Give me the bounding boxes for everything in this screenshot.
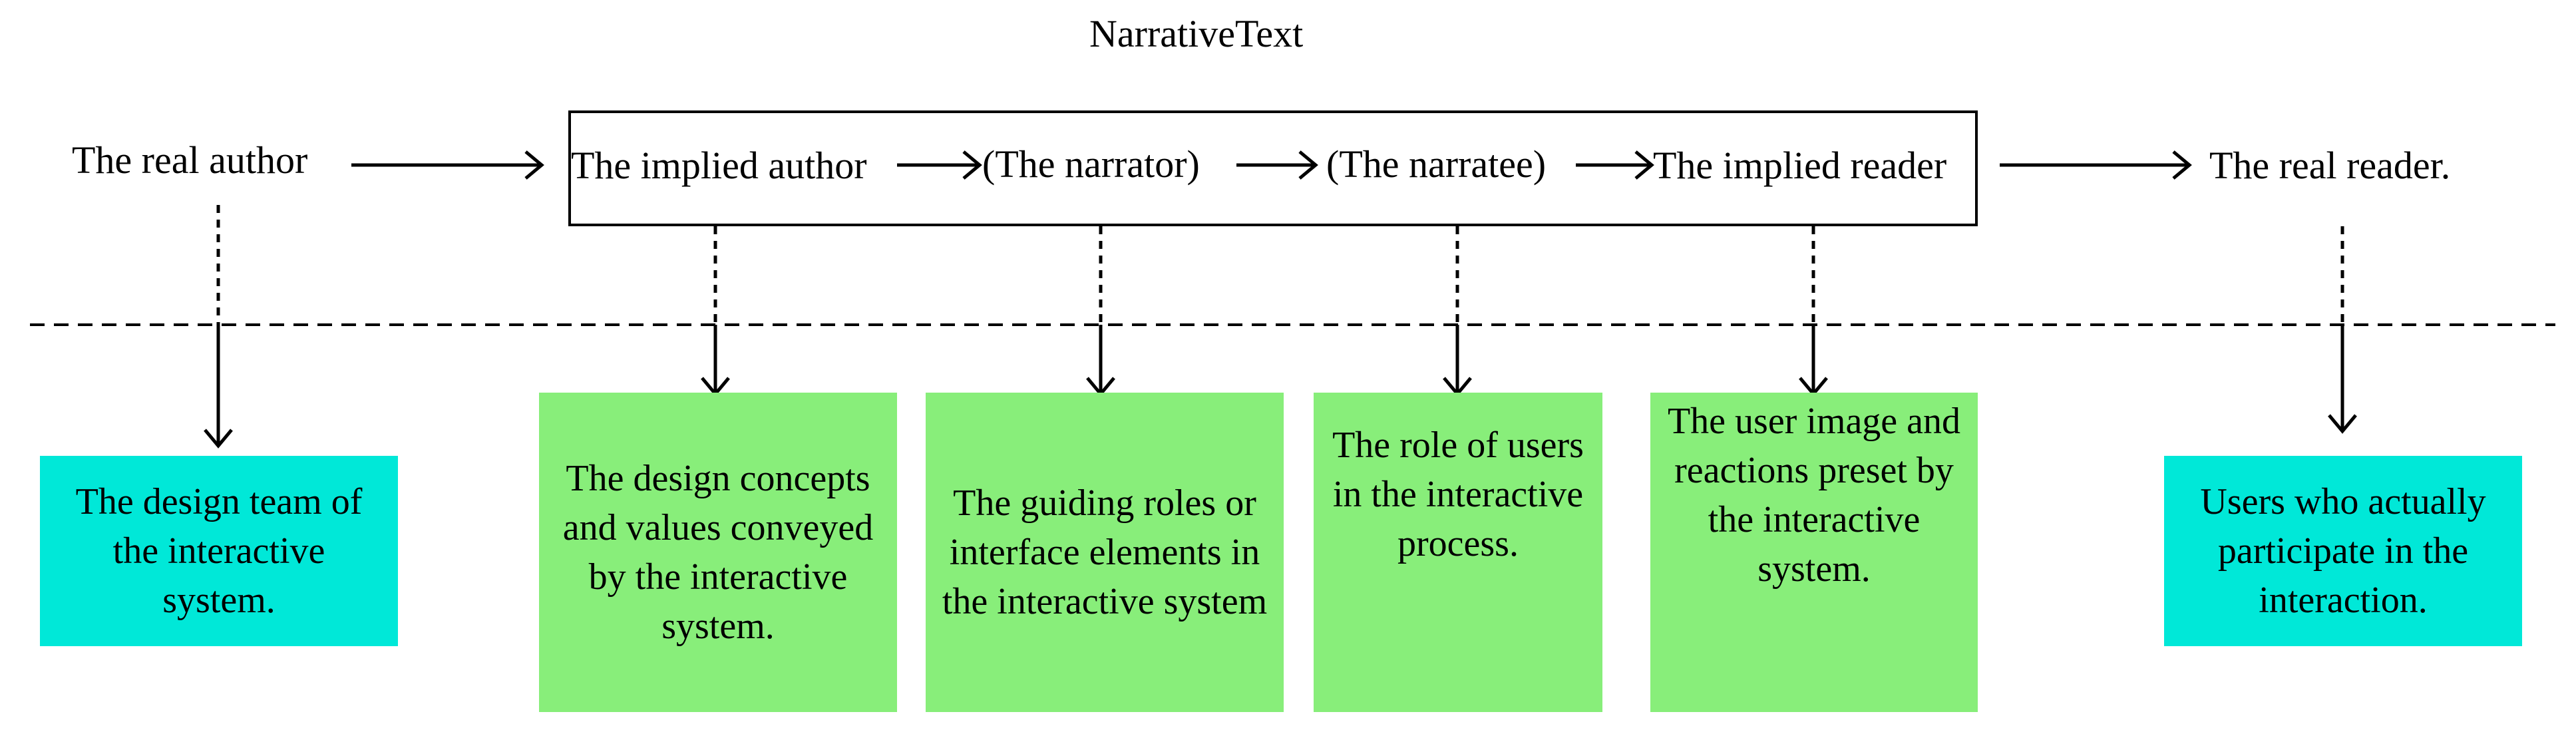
real-author-label: The real author bbox=[72, 138, 308, 182]
real-reader-label: The real reader. bbox=[2209, 144, 2451, 187]
narrator-label: (The narrator) bbox=[982, 142, 1200, 186]
guiding-roles-box: The guiding roles or interface elements … bbox=[926, 393, 1284, 712]
diagram-title: NarrativeText bbox=[1089, 12, 1304, 55]
design-concepts-box: The design concepts and values conveyed … bbox=[539, 393, 897, 712]
narratee-label: (The narratee) bbox=[1326, 142, 1547, 186]
actual-users-box: Users who actually participate in the in… bbox=[2164, 456, 2522, 646]
guiding-roles-text: The guiding roles or interface elements … bbox=[942, 482, 1268, 622]
implied-reader-label: The implied reader bbox=[1653, 144, 1947, 187]
user-image-text: The user image and reactions preset by t… bbox=[1667, 401, 1961, 590]
role-of-users-box: The role of users in the interactive pro… bbox=[1314, 393, 1602, 712]
narrative-text-frame bbox=[568, 110, 1978, 226]
actual-users-text: Users who actually participate in the in… bbox=[2200, 481, 2486, 621]
design-concepts-text: The design concepts and values conveyed … bbox=[562, 458, 874, 647]
chain-arrows bbox=[351, 150, 2192, 180]
design-team-text: The design team of the interactive syste… bbox=[75, 481, 363, 621]
implied-author-label: The implied author bbox=[571, 144, 867, 187]
user-image-box: The user image and reactions preset by t… bbox=[1650, 393, 1978, 712]
design-team-box: The design team of the interactive syste… bbox=[40, 456, 398, 646]
role-of-users-text: The role of users in the interactive pro… bbox=[1332, 425, 1584, 564]
